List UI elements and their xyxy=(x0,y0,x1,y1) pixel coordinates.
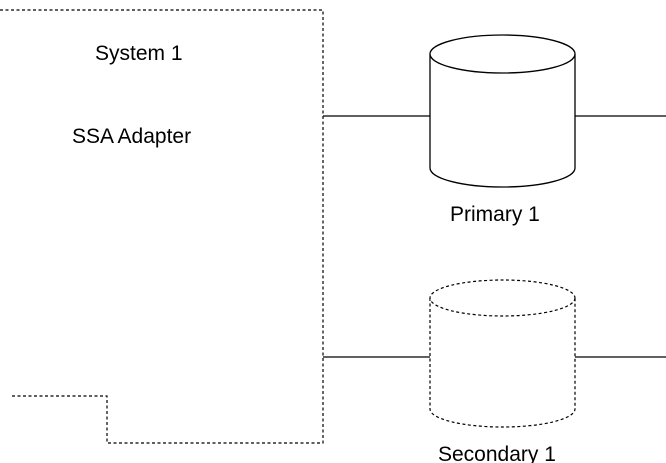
secondary-disk-label: Secondary 1 xyxy=(438,443,556,463)
secondary-disk-icon xyxy=(429,279,576,428)
system-box xyxy=(0,9,324,444)
primary-disk-label: Primary 1 xyxy=(450,203,540,226)
adapter-label: SSA Adapter xyxy=(72,125,191,148)
system-title: System 1 xyxy=(95,42,183,65)
primary-disk-icon xyxy=(429,34,576,188)
